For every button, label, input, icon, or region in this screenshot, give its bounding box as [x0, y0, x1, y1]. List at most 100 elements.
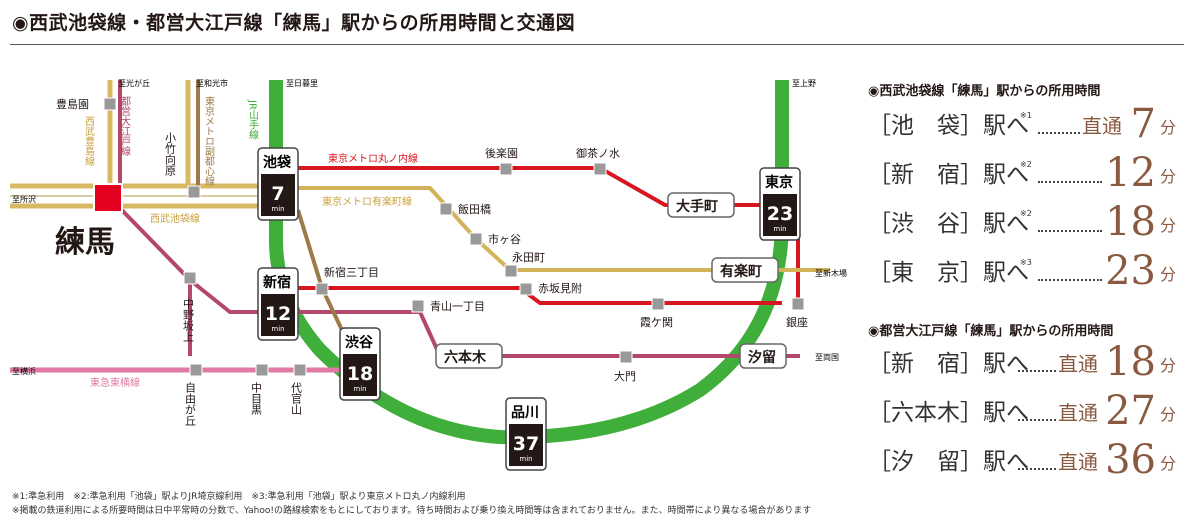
major-station-minutes: 7	[271, 183, 284, 205]
pill-otemachi-label: 大手町	[676, 198, 718, 215]
major-station-minutes: 12	[265, 303, 291, 325]
station-aoyamaitchome: 青山一丁目	[430, 300, 485, 313]
station-kasumigaseki-mark	[651, 297, 665, 311]
station-nakanosakaue-mark	[183, 271, 197, 285]
station-daimon-mark	[619, 350, 633, 364]
station-nagatacho-mark	[504, 264, 518, 278]
station-daikanyama-mark	[293, 363, 307, 377]
major-station-time-box	[261, 294, 295, 336]
major-station-min-unit: min	[271, 325, 284, 333]
major-station-min-unit: min	[519, 455, 532, 463]
dest-ueno: 至上野	[792, 79, 816, 88]
oedo-line-label: 都営大江戸線	[119, 96, 131, 156]
major-station-time-box	[343, 354, 377, 396]
pill-roppongi	[435, 343, 503, 369]
row-unit: 分	[1159, 216, 1176, 235]
station-nagatacho: 永田町	[512, 250, 545, 264]
row-note: ※1	[1020, 111, 1032, 120]
station-iidabashi-mark	[439, 202, 453, 216]
yurakucho-line-label: 東京メトロ有楽町線	[322, 195, 412, 208]
dest-yokohama: 至横浜	[12, 366, 36, 376]
station-akasakamitsuke-mark	[519, 282, 533, 296]
major-station-minutes: 18	[347, 363, 373, 385]
oedo-times-heading: ◉都営大江戸線「練馬」駅からの所用時間	[868, 324, 1114, 339]
station-korakuen: 後楽園	[485, 146, 518, 160]
station-toshimaen: 豊島園	[56, 97, 89, 111]
marunouchi-line-label: 東京メトロ丸ノ内線	[328, 152, 418, 165]
station-ichigaya-mark	[469, 232, 483, 246]
station-daimon: 大門	[614, 369, 636, 383]
row-station: ［東 京］駅へ	[868, 260, 1029, 286]
pill-yurakucho-label: 有楽町	[720, 263, 762, 280]
fukutoshin-line-label: 東京メトロ副都心線	[203, 95, 215, 186]
station-iidabashi: 飯田橋	[458, 202, 491, 216]
pill-yurakucho	[711, 257, 779, 283]
seibu-line	[10, 183, 276, 209]
row-minutes: 12	[1105, 150, 1156, 196]
row-leader-dots	[1038, 181, 1102, 183]
pill-shiodome-label: 汐留	[748, 349, 776, 366]
dest-tokorozawa: 至所沢	[12, 194, 36, 204]
station-akasakamitsuke: 赤坂見附	[538, 281, 582, 295]
row-minutes: 36	[1105, 437, 1156, 483]
station-kasumigaseki: 霞ケ関	[640, 316, 673, 329]
row-leader-dots	[1018, 370, 1056, 372]
major-station-time-box	[763, 194, 797, 236]
footnote-2: ※掲載の鉄道利用による所要時間は日中平常時の分数で、Yahoo!の路線検索をもと…	[12, 506, 812, 516]
major-station-name: 新宿	[263, 274, 291, 291]
major-station-min-unit: min	[271, 205, 284, 213]
row-minutes: 7	[1130, 101, 1156, 147]
row-minutes: 18	[1105, 199, 1156, 245]
station-ichigaya: 市ヶ谷	[488, 232, 521, 246]
nerima-marker	[93, 183, 123, 213]
yamanote-line-label: JR山手線	[247, 99, 259, 140]
row-direct-label: 直通	[1058, 450, 1098, 474]
row-direct-label: 直通	[1082, 114, 1122, 138]
station-nakameguro-mark	[255, 363, 269, 377]
row-note: ※3	[1020, 258, 1032, 267]
page-title: ◉西武池袋線・都営大江戸線「練馬」駅からの所用時間と交通図	[12, 12, 576, 34]
major-station-time-box	[509, 424, 543, 466]
seibu-times-heading: ◉西武池袋線「練馬」駅からの所用時間	[868, 84, 1101, 99]
station-ochanomizu: 御茶ノ水	[576, 146, 620, 160]
row-unit: 分	[1159, 356, 1176, 375]
marunouchi-line-2	[276, 286, 782, 305]
station-ochanomizu-mark	[593, 162, 607, 176]
major-station-name: 池袋	[263, 154, 292, 171]
row-unit: 分	[1159, 454, 1176, 473]
dest-ryogoku: 至両国	[815, 353, 839, 362]
row-unit: 分	[1159, 405, 1176, 424]
row-minutes: 18	[1105, 339, 1156, 385]
pill-otemachi	[667, 192, 735, 218]
station-daikanyama: 代官山	[290, 382, 303, 415]
station-korakuen-mark	[499, 162, 513, 176]
row-unit: 分	[1159, 167, 1176, 186]
major-station-name: 東京	[765, 174, 793, 191]
header-divider	[10, 44, 1184, 45]
major-station-minutes: 37	[513, 433, 539, 455]
station-kotakemukaihara-mark	[187, 185, 201, 199]
row-unit: 分	[1159, 265, 1176, 284]
row-station: ［池 袋］駅へ	[868, 113, 1029, 139]
row-minutes: 23	[1105, 248, 1156, 294]
dest-wakoshi: 至和光市	[196, 78, 228, 88]
station-toshimaen-mark	[103, 97, 117, 111]
station-aoyamaitchome-mark	[411, 299, 425, 313]
station-shinjukusanchome: 新宿三丁目	[324, 265, 379, 279]
row-minutes: 27	[1105, 388, 1156, 434]
station-jiyugaoka-mark	[189, 363, 203, 377]
station-shinjukusanchome-mark	[315, 282, 329, 296]
row-leader-dots	[1038, 132, 1080, 134]
pill-shiodome	[739, 343, 787, 369]
row-station: ［新 宿］駅へ	[868, 162, 1029, 188]
